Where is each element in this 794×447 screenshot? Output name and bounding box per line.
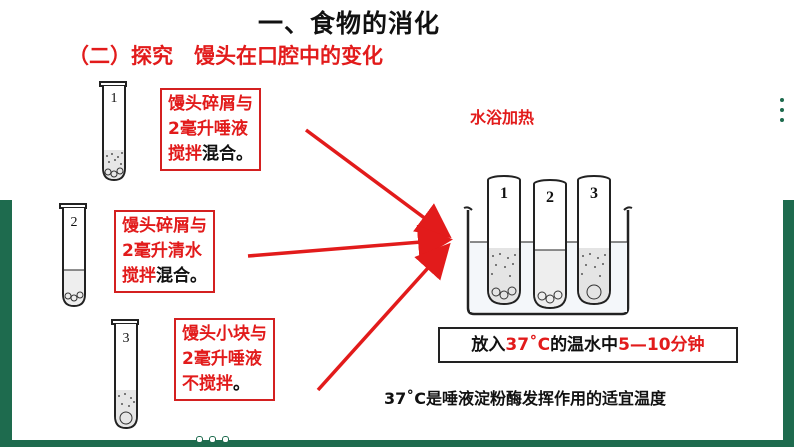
bath-tube-number: 3 <box>590 185 598 202</box>
tube-number: 2 <box>71 215 78 230</box>
bath-tube-2: 2 <box>533 179 567 310</box>
description-text: 2毫升唾液 <box>168 119 248 139</box>
bath-tube-number: 2 <box>546 189 554 206</box>
description-text: 馒头小块与 <box>182 324 267 344</box>
arrow-3 <box>316 242 451 392</box>
instruction-text: 的温水中 <box>550 335 619 355</box>
temperature-instruction: 放入37˚C的温水中5—10分钟 <box>438 327 738 363</box>
decorative-dots-bottom <box>196 436 229 443</box>
water-bath-beaker: 1 2 3 <box>463 175 633 316</box>
water-bath-label: 水浴加热 <box>470 108 535 127</box>
arrow-1 <box>304 128 452 239</box>
bath-tube-3: 3 <box>577 175 611 306</box>
tube-number: 3 <box>123 331 130 346</box>
bath-tube-1: 1 <box>487 175 521 306</box>
tube-number: 1 <box>111 91 118 106</box>
note-optimal-temperature: 37˚C是唾液淀粉酶发挥作用的适宜温度 <box>384 389 667 408</box>
decorative-dots <box>780 98 784 128</box>
description-text: 混合。 <box>156 266 207 286</box>
tube-3-description: 馒头小块与 2毫升唾液 不搅拌。 <box>174 318 275 401</box>
arrow-2 <box>247 224 453 260</box>
instruction-duration: 5—10分钟 <box>618 335 705 355</box>
slide-subtitle: （二）探究 馒头在口腔中的变化 <box>68 44 383 68</box>
instruction-text: 放入 <box>471 335 506 355</box>
test-tube-2: 2 <box>59 203 87 308</box>
tube-2-description: 馒头碎屑与 2毫升清水 搅拌混合。 <box>114 210 215 293</box>
description-text: 。 <box>233 374 250 394</box>
description-text: 搅拌 <box>168 144 202 164</box>
instruction-temperature: 37˚C <box>505 335 551 355</box>
slide-title: 一、食物的消化 <box>258 9 441 38</box>
description-text: 2毫升清水 <box>122 241 202 261</box>
bath-tube-number: 1 <box>500 185 508 202</box>
description-text: 不搅拌 <box>182 374 233 394</box>
description-text: 混合。 <box>202 144 253 164</box>
test-tube-3: 3 <box>111 319 139 430</box>
tube-1-description: 馒头碎屑与 2毫升唾液 搅拌混合。 <box>160 88 261 171</box>
description-text: 馒头碎屑与 <box>168 94 253 114</box>
description-text: 2毫升唾液 <box>182 349 262 369</box>
description-text: 馒头碎屑与 <box>122 216 207 236</box>
test-tube-1: 1 <box>99 81 127 182</box>
description-text: 搅拌 <box>122 266 156 286</box>
